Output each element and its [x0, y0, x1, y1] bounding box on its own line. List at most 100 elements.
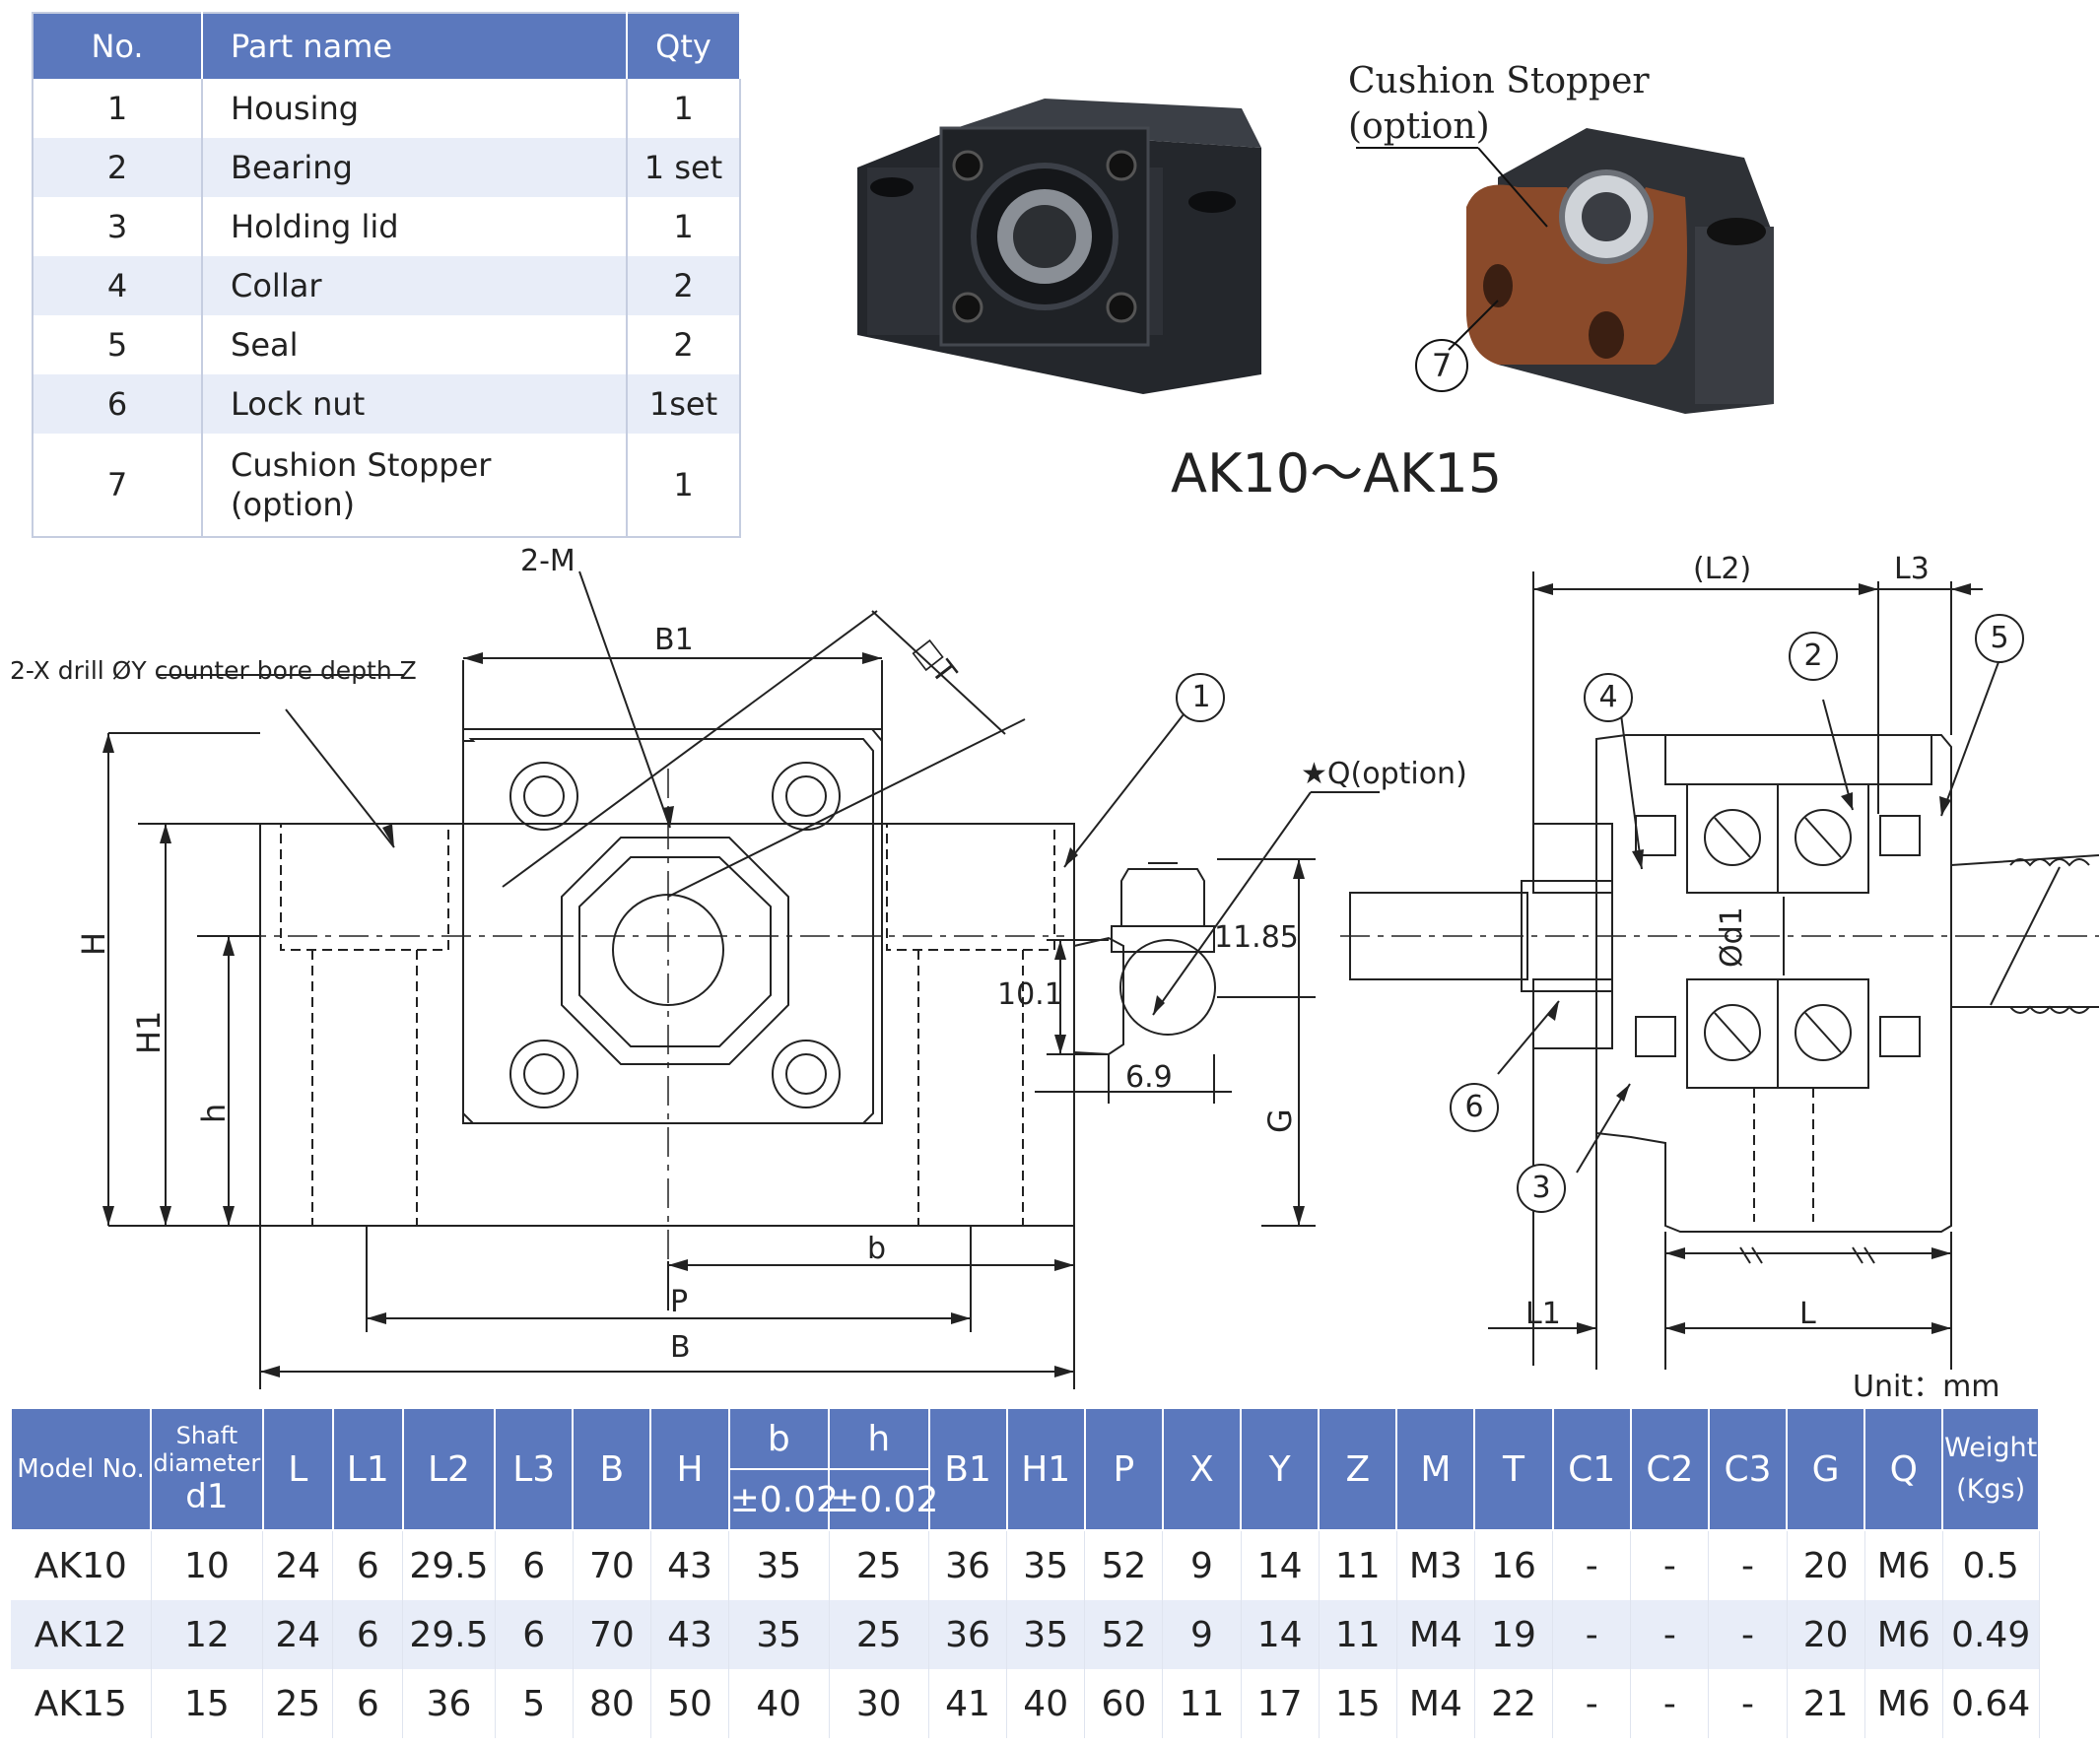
spec-cell: 9: [1162, 1600, 1242, 1669]
series-title: AK10～AK15: [1171, 442, 1503, 504]
spec-cell: 0.49: [1942, 1600, 2040, 1669]
spec-cell: 21: [1787, 1669, 1865, 1738]
spec-header-weight: Weight (Kgs): [1941, 1407, 2040, 1531]
parts-row: 5 Seal 2: [33, 315, 741, 374]
label-l1: L1: [1525, 1297, 1561, 1331]
spec-cell: 52: [1084, 1530, 1164, 1600]
callout-2: 2: [1803, 638, 1823, 673]
spec-cell: 70: [573, 1600, 651, 1669]
label-d1: Ød1: [1715, 907, 1749, 968]
parts-row: 2 Bearing 1 set: [33, 138, 741, 197]
spec-cell: 35: [728, 1600, 830, 1669]
spec-header-g: G: [1786, 1407, 1866, 1531]
spec-cell: M6: [1864, 1530, 1943, 1600]
part-name: Cushion Stopper (option): [202, 434, 628, 537]
spec-cell: 24: [262, 1530, 334, 1600]
spec-header-shaft-line2: diameter: [153, 1449, 261, 1477]
spec-cell: M4: [1396, 1669, 1475, 1738]
part-no: 7: [33, 434, 203, 537]
label-b-width: B: [670, 1330, 691, 1365]
spec-cell: -: [1708, 1600, 1788, 1669]
spec-cell: 80: [573, 1669, 651, 1738]
spec-header-shaft-line1: Shaft: [175, 1422, 238, 1449]
spec-cell: 10: [151, 1530, 264, 1600]
spec-cell: -: [1630, 1669, 1710, 1738]
spec-table: Model No. Shaft diameter d1 L L1 L2 L3 B…: [9, 1407, 2040, 1738]
spec-cell: -: [1552, 1530, 1632, 1600]
part-qty: 2: [627, 315, 741, 374]
label-l2: (L2): [1693, 552, 1752, 586]
spec-cell: 25: [829, 1530, 930, 1600]
spec-header-l2: L2: [401, 1407, 497, 1531]
spec-cell: 6: [332, 1600, 404, 1669]
spec-cell: 12: [151, 1600, 264, 1669]
parts-table: No. Part name Qty 1 Housing 1 2 Bearing …: [32, 12, 741, 538]
spec-cell: 0.64: [1942, 1669, 2040, 1738]
spec-cell: M6: [1864, 1600, 1943, 1669]
spec-cell: 36: [402, 1669, 496, 1738]
label-q-option: ★Q(option): [1301, 757, 1467, 791]
label-l: L: [1799, 1297, 1816, 1331]
parts-row: 1 Housing 1: [33, 79, 741, 138]
part-name: Bearing: [202, 138, 628, 197]
spec-header-q: Q: [1863, 1407, 1944, 1531]
spec-cell: 40: [1006, 1669, 1086, 1738]
part-qty: 1: [627, 197, 741, 256]
spec-header-m: M: [1395, 1407, 1476, 1531]
part-qty: 1: [627, 79, 741, 138]
part-qty: 1: [627, 434, 741, 537]
spec-header-h-small: h: [828, 1407, 930, 1470]
parts-row: 6 Lock nut 1set: [33, 374, 741, 434]
spec-header-c1: C1: [1551, 1407, 1632, 1531]
part-no: 3: [33, 197, 203, 256]
spec-cell: 29.5: [402, 1530, 496, 1600]
spec-header-b1: B1: [927, 1407, 1008, 1531]
part-qty: 1set: [627, 374, 741, 434]
spec-header-weight-line2: (Kgs): [1956, 1474, 2026, 1505]
part-name: Lock nut: [202, 374, 628, 434]
label-h-center: h: [195, 1103, 233, 1123]
spec-cell: M4: [1396, 1600, 1475, 1669]
part-name: Housing: [202, 79, 628, 138]
spec-cell: 19: [1474, 1600, 1554, 1669]
part-name: Holding lid: [202, 197, 628, 256]
header-no: No.: [33, 13, 203, 79]
spec-header-b-small: b: [727, 1407, 831, 1470]
callout-7-text: 7: [1431, 347, 1453, 384]
part-qty: 1 set: [627, 138, 741, 197]
label-h1: H1: [130, 1010, 168, 1054]
spec-cell: 0.5: [1942, 1530, 2040, 1600]
callout-5: 5: [1990, 621, 2009, 655]
spec-cell: 6: [332, 1669, 404, 1738]
part-no: 6: [33, 374, 203, 434]
spec-cell: 29.5: [402, 1600, 496, 1669]
spec-cell: M6: [1864, 1669, 1943, 1738]
label-h-total: H: [75, 931, 112, 956]
spec-cell: 15: [1319, 1669, 1397, 1738]
spec-cell: 30: [829, 1669, 930, 1738]
dim-10-1: 10.1: [997, 977, 1063, 1012]
spec-cell: 36: [928, 1530, 1008, 1600]
spec-cell: 16: [1474, 1530, 1554, 1600]
side-view-drawing: [1340, 571, 2099, 1370]
spec-cell: 24: [262, 1600, 334, 1669]
cushion-stopper-label: Cushion Stopper (option): [1348, 59, 1650, 150]
spec-cell: 11: [1319, 1600, 1397, 1669]
spec-cell: 43: [650, 1530, 730, 1600]
spec-header-y: Y: [1240, 1407, 1321, 1531]
callout-6: 6: [1464, 1090, 1484, 1124]
spec-header-b: B: [572, 1407, 652, 1531]
spec-cell: 52: [1084, 1600, 1164, 1669]
spec-cell: -: [1630, 1530, 1710, 1600]
spec-cell: -: [1552, 1600, 1632, 1669]
parts-table-header: No. Part name Qty: [33, 13, 741, 79]
part-name: Collar: [202, 256, 628, 315]
part-no: 2: [33, 138, 203, 197]
spec-cell: 40: [728, 1669, 830, 1738]
unit-label: Unit：mm: [1853, 1370, 2000, 1404]
parts-row: 3 Holding lid 1: [33, 197, 741, 256]
spec-header-b-tol: ±0.02: [727, 1468, 839, 1531]
